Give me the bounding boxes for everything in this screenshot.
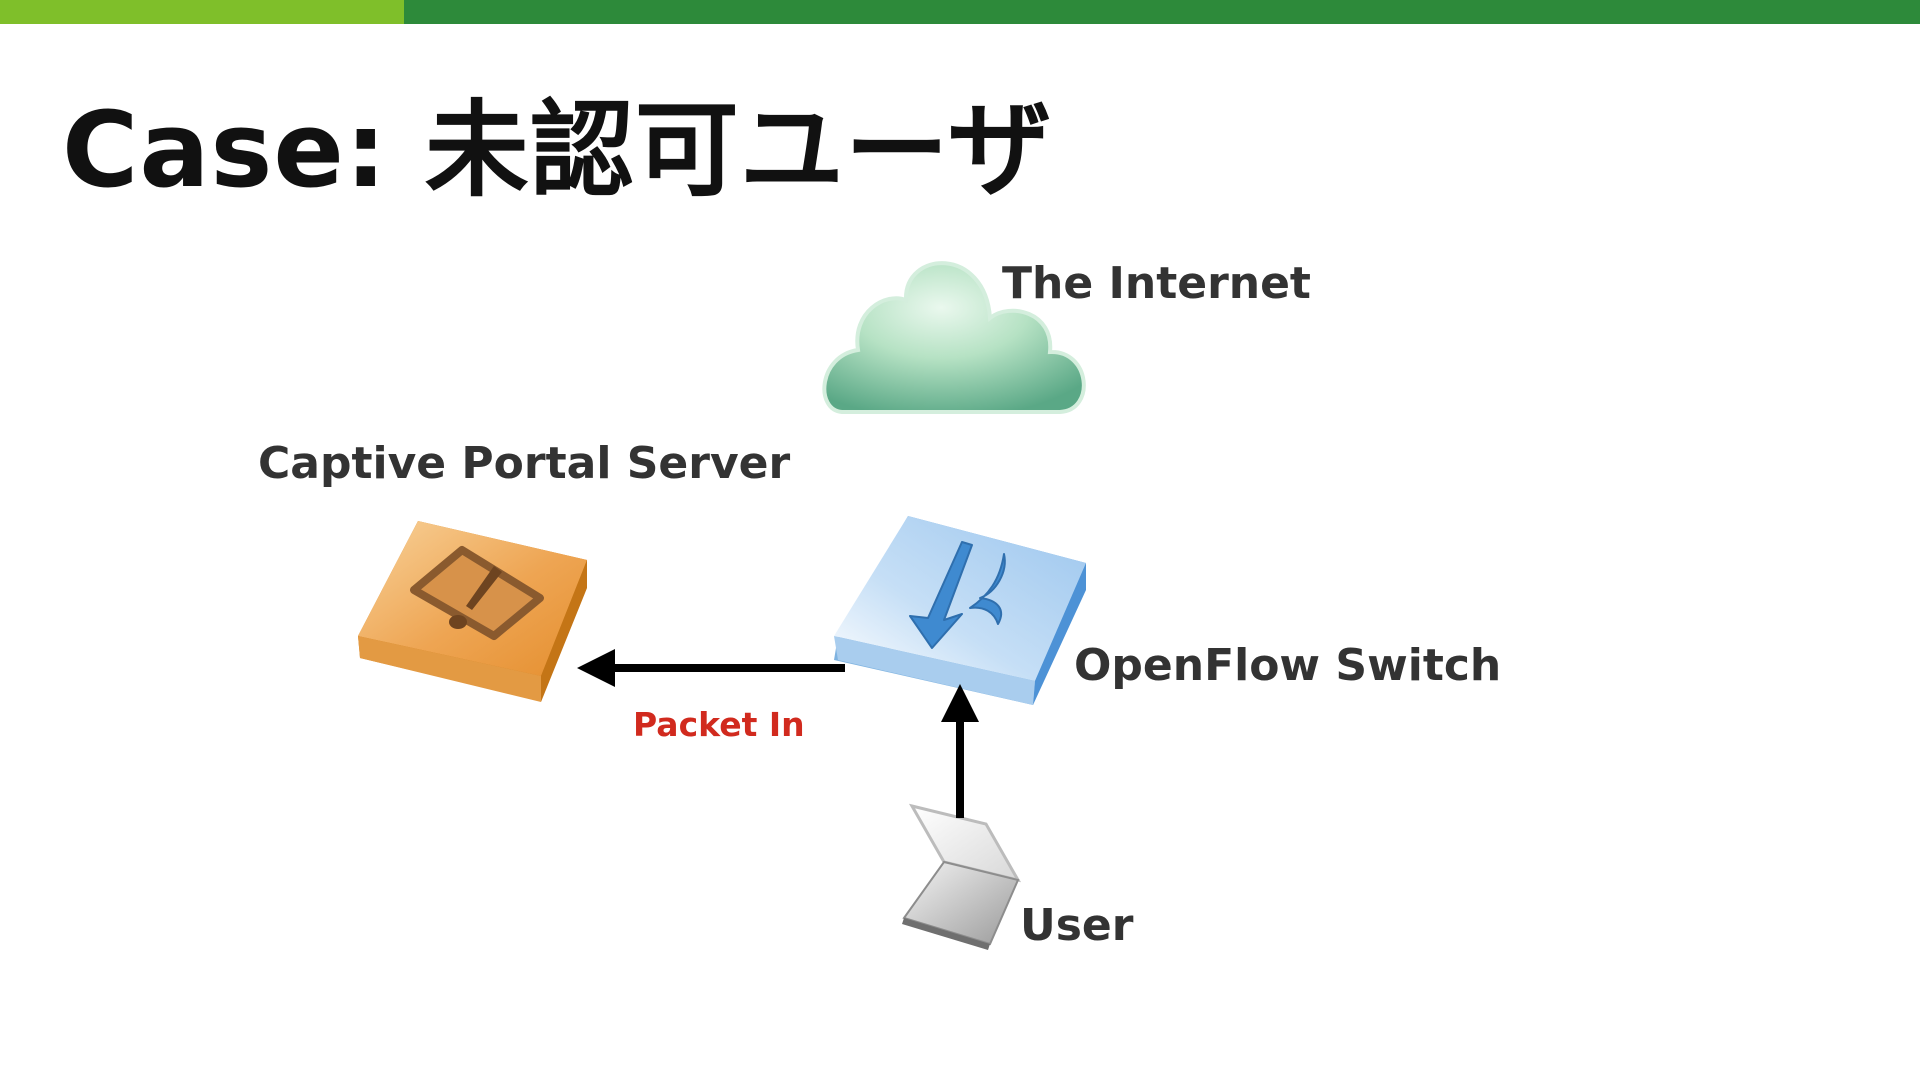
user-label: User (1020, 900, 1134, 951)
top-accent-bar-dark (404, 0, 1920, 24)
laptop-icon (902, 803, 1022, 950)
top-accent-bar (0, 0, 1920, 24)
packet-in-label: Packet In (633, 705, 805, 744)
slide-title: Case: 未認可ユーザ (62, 89, 1053, 211)
cloud-icon (822, 261, 1086, 414)
openflow-switch-label: OpenFlow Switch (1074, 640, 1502, 691)
openflow-switch-icon (834, 516, 1086, 705)
top-accent-bar-light (0, 0, 404, 24)
arrow-user-to-switch (941, 684, 979, 818)
captive-portal-server-label: Captive Portal Server (258, 438, 791, 489)
warning-server-icon (358, 521, 587, 702)
internet-label: The Internet (1002, 258, 1311, 309)
arrow-switch-to-portal (577, 649, 845, 687)
